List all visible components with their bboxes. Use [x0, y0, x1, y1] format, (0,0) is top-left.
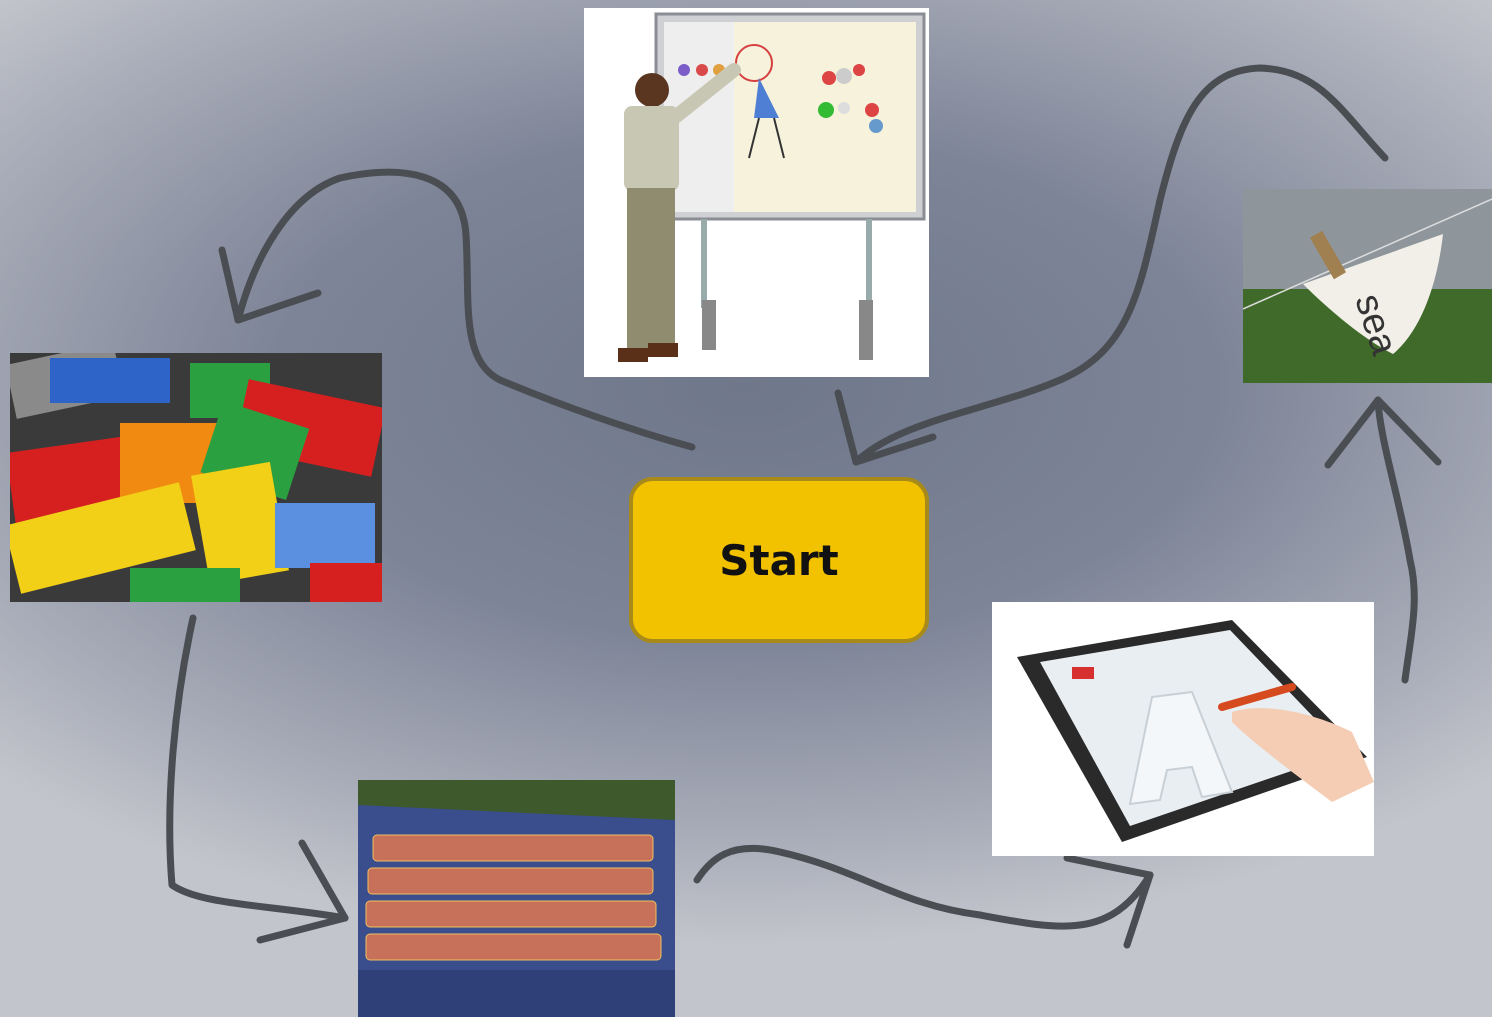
arrow-head-keyboard-a — [298, 839, 349, 922]
arrow-head-sea-a — [1324, 396, 1382, 469]
arrow-head-tablet-b — [1123, 871, 1154, 949]
keyboard-photo — [358, 780, 675, 1017]
arrow-head-keyboard-b — [256, 914, 349, 944]
arrow-keyboard-to-tablet — [693, 844, 1154, 930]
arrow-head-start-b — [852, 433, 937, 466]
arrow-head-lego-a — [218, 246, 242, 324]
arrow-tablet-to-sea — [1374, 396, 1418, 684]
arrow-head-start-a — [834, 389, 860, 466]
arrow-head-tablet-a — [1063, 854, 1154, 879]
sea-flag-icon: sea — [1243, 189, 1492, 383]
fabric-keyboard-icon — [358, 780, 675, 1017]
start-button[interactable]: Start — [629, 477, 929, 643]
lego-photo — [10, 353, 382, 602]
start-button-label: Start — [719, 535, 839, 585]
arrow-head-sea-b — [1374, 396, 1442, 466]
sea-flag-photo: sea — [1243, 189, 1492, 383]
tablet-photo — [992, 602, 1374, 856]
whiteboard-photo — [584, 8, 929, 377]
interactive-whiteboard-icon — [584, 8, 929, 377]
arrow-lego-to-keyboard — [166, 614, 349, 922]
arrow-head-lego-b — [234, 289, 322, 324]
tablet-drawing-icon — [992, 602, 1374, 856]
lego-bricks-icon — [10, 353, 382, 602]
